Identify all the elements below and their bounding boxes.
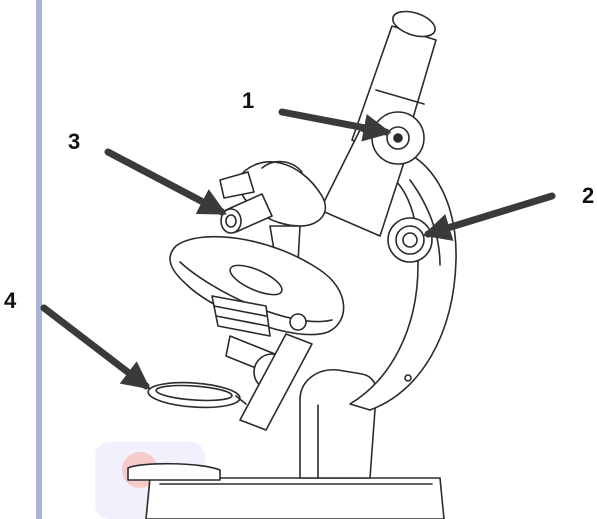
pointer-arrow-2 xyxy=(422,192,556,241)
fine-adjustment-knob xyxy=(387,217,433,263)
callout-label-3: 3 xyxy=(68,129,81,154)
callout-label-4: 4 xyxy=(4,288,17,313)
pointer-arrow-3 xyxy=(104,148,227,216)
lower-post xyxy=(239,333,313,431)
stage xyxy=(169,235,345,336)
callout-label-1: 1 xyxy=(242,88,255,113)
left-border-bar xyxy=(36,0,42,519)
coarse-adjustment-knob xyxy=(371,111,425,165)
pointer-arrow-1 xyxy=(278,108,392,142)
mirror xyxy=(147,381,247,409)
microscope-base xyxy=(127,462,445,519)
pointer-arrow-4 xyxy=(40,304,151,390)
callout-label-2: 2 xyxy=(582,183,595,208)
pillar xyxy=(299,369,378,479)
arm-screw xyxy=(404,374,412,382)
